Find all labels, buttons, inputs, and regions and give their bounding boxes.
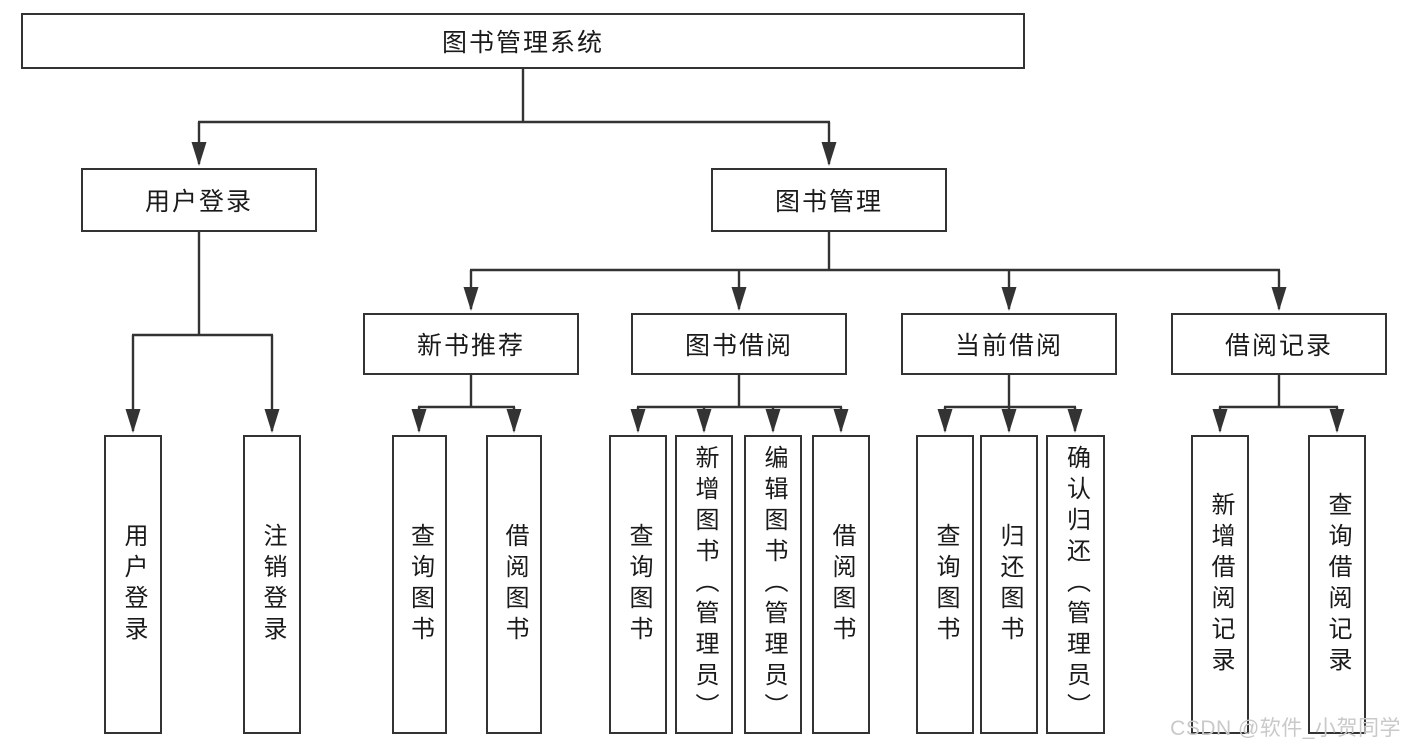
node-label: 新书推荐 bbox=[416, 332, 525, 360]
leaf-query-books: 查询图书 bbox=[916, 435, 974, 734]
leaf-confirm-return-admin: 确认归还（管理员） bbox=[1046, 435, 1105, 734]
node-label: 用户登录 bbox=[144, 188, 253, 216]
node-label: 查询图书 bbox=[625, 522, 652, 647]
node-label: 编辑图书（管理员） bbox=[760, 445, 787, 724]
node-label: 查询图书 bbox=[406, 522, 434, 647]
leaf-logout: 注销登录 bbox=[243, 435, 301, 734]
node-new-book-recommend: 新书推荐 bbox=[363, 313, 579, 375]
node-label: 借阅图书 bbox=[828, 522, 855, 647]
node-label: 图书管理系统 bbox=[441, 29, 604, 57]
node-label: 注销登录 bbox=[259, 522, 286, 647]
leaf-user-login: 用户登录 bbox=[104, 435, 162, 734]
node-label: 新增图书（管理员） bbox=[691, 445, 718, 724]
leaf-return-books: 归还图书 bbox=[980, 435, 1038, 734]
node-label: 查询图书 bbox=[932, 522, 959, 647]
node-label: 借阅记录 bbox=[1224, 332, 1333, 360]
leaf-borrow-books: 借阅图书 bbox=[486, 435, 542, 734]
leaf-add-books-admin: 新增图书（管理员） bbox=[675, 435, 733, 734]
node-label: 用户登录 bbox=[120, 522, 147, 647]
node-library-management-system: 图书管理系统 bbox=[21, 13, 1025, 69]
leaf-query-books: 查询图书 bbox=[609, 435, 667, 734]
node-borrow-records: 借阅记录 bbox=[1171, 313, 1387, 375]
node-book-management: 图书管理 bbox=[711, 168, 947, 232]
leaf-edit-books-admin: 编辑图书（管理员） bbox=[744, 435, 802, 734]
node-label: 当前借阅 bbox=[954, 332, 1063, 360]
node-current-borrow: 当前借阅 bbox=[901, 313, 1117, 375]
leaf-borrow-books: 借阅图书 bbox=[812, 435, 870, 734]
node-label: 图书管理 bbox=[774, 188, 883, 216]
leaf-query-borrow-record: 查询借阅记录 bbox=[1308, 435, 1366, 734]
leaf-add-borrow-record: 新增借阅记录 bbox=[1191, 435, 1249, 734]
node-label: 图书借阅 bbox=[684, 332, 793, 360]
node-book-borrow: 图书借阅 bbox=[631, 313, 847, 375]
node-user-login: 用户登录 bbox=[81, 168, 317, 232]
node-label: 确认归还（管理员） bbox=[1062, 445, 1090, 724]
leaf-query-books: 查询图书 bbox=[392, 435, 447, 734]
node-label: 新增借阅记录 bbox=[1207, 491, 1234, 678]
node-label: 查询借阅记录 bbox=[1324, 491, 1351, 678]
node-label: 借阅图书 bbox=[501, 522, 528, 647]
node-label: 归还图书 bbox=[996, 522, 1023, 647]
csdn-watermark: CSDN @软件_小贺同学 bbox=[1170, 717, 1401, 740]
